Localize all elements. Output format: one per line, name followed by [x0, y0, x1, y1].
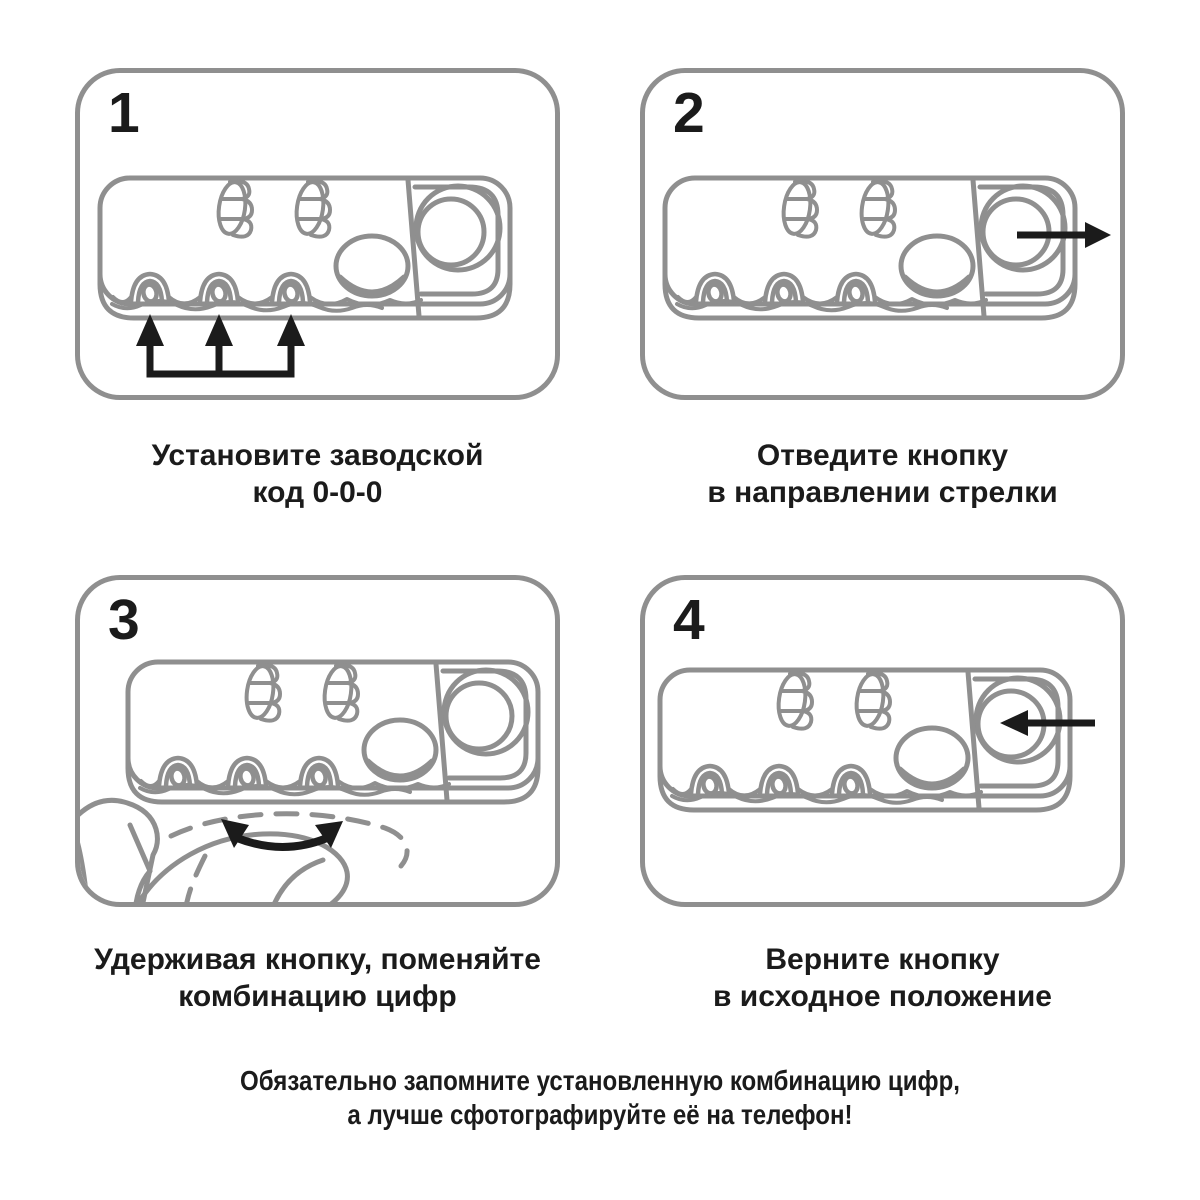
- caption-line: в направлении стрелки: [707, 476, 1058, 509]
- arrow-left-icon: [1000, 710, 1095, 736]
- footer-line: Обязательно запомните установленную комб…: [239, 1065, 961, 1096]
- three-up-arrows-icon: [136, 314, 305, 378]
- step-panel-4: 4: [640, 575, 1125, 907]
- combination-lock-drawing: [128, 662, 538, 802]
- step-number: 3: [108, 588, 140, 652]
- step-number: 1: [108, 81, 140, 145]
- combination-lock-drawing: [100, 178, 510, 318]
- step-4-caption: Верните кнопку в исходное положение: [640, 941, 1125, 1015]
- thumb-sketch: [80, 797, 410, 902]
- combination-lock-drawing: [660, 670, 1070, 810]
- caption-line: в исходное положение: [713, 980, 1052, 1013]
- caption-line: Отведите кнопку: [756, 439, 1009, 472]
- footer-line: а лучше сфотографируйте её на телефон!: [347, 1099, 853, 1130]
- caption-line: комбинацию цифр: [178, 980, 457, 1013]
- step-3-illustration: [80, 580, 555, 902]
- step-1-caption: Установите заводской код 0-0-0: [75, 437, 560, 511]
- rotate-arrows-icon: [221, 819, 343, 851]
- step-4-illustration: [645, 580, 1095, 902]
- caption-line: Удерживая кнопку, поменяйте: [94, 943, 541, 976]
- caption-line: Установите заводской: [151, 439, 484, 472]
- caption-line: Верните кнопку: [765, 943, 1000, 976]
- step-panel-2: 2: [640, 68, 1125, 400]
- caption-line: код 0-0-0: [252, 476, 383, 509]
- step-3-caption: Удерживая кнопку, поменяйте комбинацию ц…: [75, 941, 560, 1015]
- step-panel-3: 3: [75, 575, 560, 907]
- step-number: 4: [673, 588, 705, 652]
- step-2-illustration: [645, 73, 1111, 395]
- combination-lock-drawing: [665, 178, 1075, 318]
- arrow-right-icon: [1017, 222, 1111, 248]
- step-2-caption: Отведите кнопку в направлении стрелки: [640, 437, 1125, 511]
- step-panel-1: 1: [75, 68, 560, 400]
- step-1-illustration: [80, 73, 555, 378]
- step-number: 2: [673, 81, 705, 145]
- footer-note: Обязательно запомните установленную комб…: [84, 1064, 1116, 1132]
